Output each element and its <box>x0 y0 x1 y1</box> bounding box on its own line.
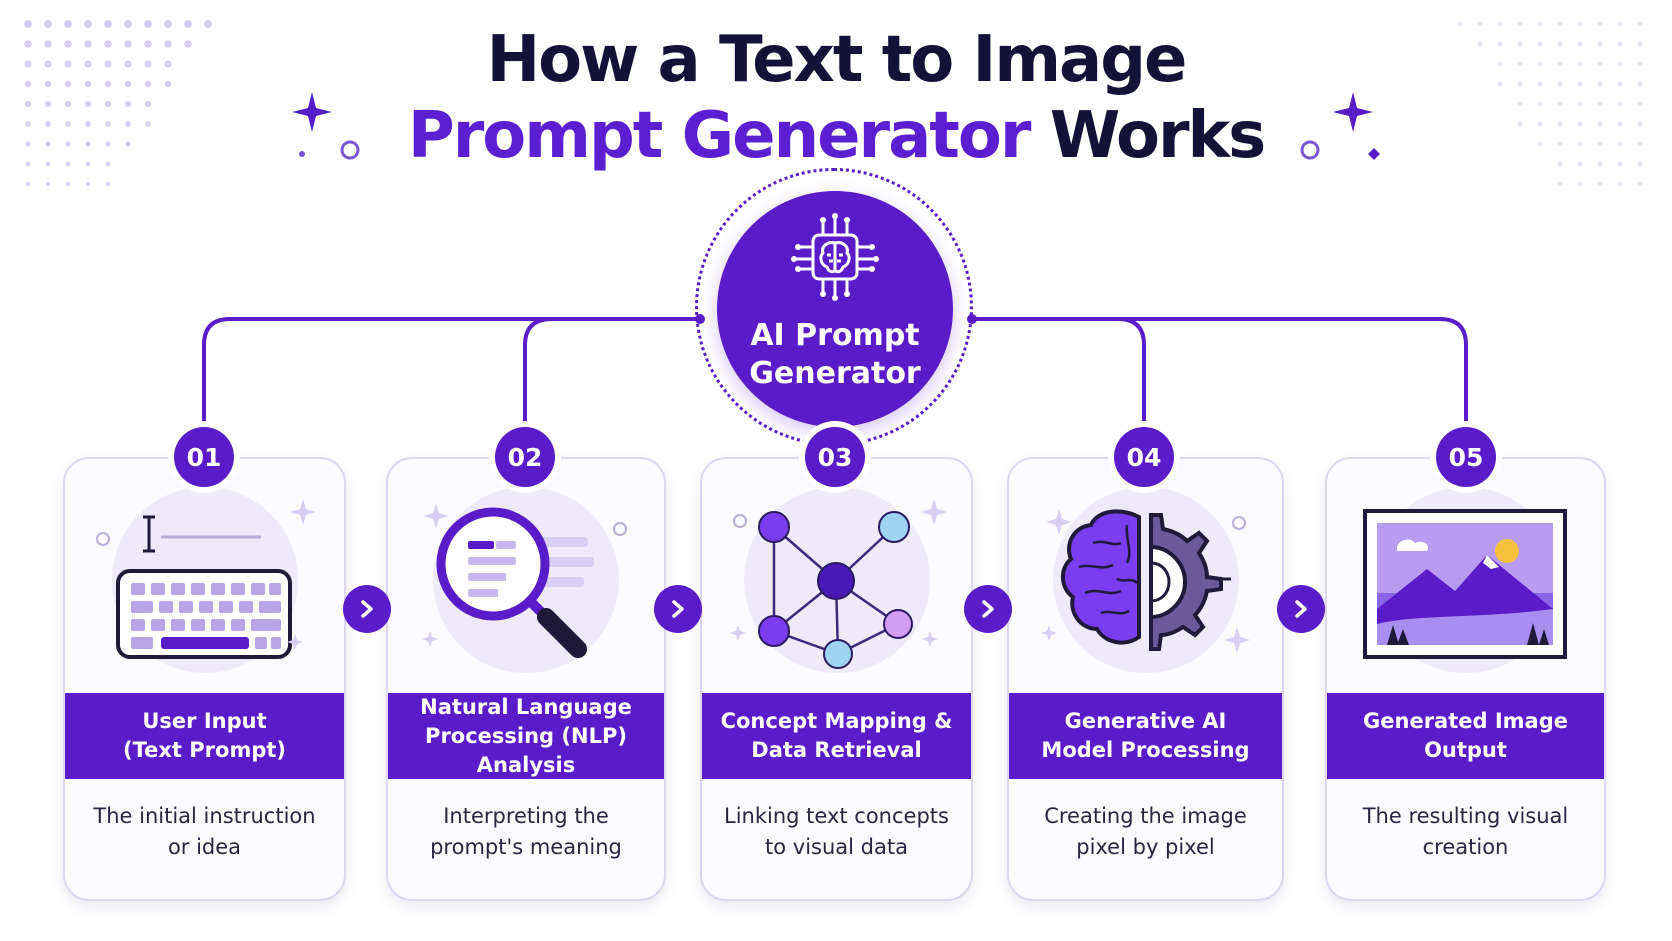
step-card-1: User Input (Text Prompt) The initial inst… <box>63 457 346 901</box>
title-rest: Works <box>1049 99 1266 173</box>
step-desc-line-2: prompt's meaning <box>430 835 622 859</box>
magnifier-icon <box>422 503 627 658</box>
sparkle-right-icon <box>1300 92 1380 160</box>
step-title-line-2: Processing (NLP) Analysis <box>425 723 627 777</box>
step-desc-line-1: Interpreting the <box>443 804 609 828</box>
chevron-right-icon <box>672 600 684 618</box>
step-description: Creating the image pixel by pixel <box>1009 801 1282 863</box>
network-graph-icon <box>730 499 947 669</box>
step-title-line-2: Output <box>1424 738 1507 762</box>
step-title-line-2: (Text Prompt) <box>123 738 286 762</box>
step-title: Concept Mapping & Data Retrieval <box>702 693 971 779</box>
step-title-line-1: Generated Image <box>1363 709 1568 733</box>
step-number-badge-2: 02 <box>495 427 555 487</box>
title-line-2: Prompt Generator Works <box>0 98 1672 174</box>
step-title-line-1: Concept Mapping & <box>720 709 953 733</box>
landscape-picture-icon <box>1363 509 1567 659</box>
step-desc-line-2: pixel by pixel <box>1076 835 1215 859</box>
ai-prompt-generator-hub: AI Prompt Generator <box>717 191 953 427</box>
step-desc-line-2: or idea <box>167 835 242 859</box>
step-description: Linking text concepts to visual data <box>702 801 971 863</box>
step-title-line-2: Data Retrieval <box>751 738 922 762</box>
step-title: User Input (Text Prompt) <box>65 693 344 779</box>
step-card-3: Concept Mapping & Data Retrieval Linking … <box>700 457 973 901</box>
hub-label: AI Prompt Generator <box>717 317 953 393</box>
hub-label-line-1: AI Prompt <box>750 318 920 353</box>
title-accent: Prompt Generator <box>407 99 1032 173</box>
hub-label-line-2: Generator <box>749 356 921 391</box>
title-line-1: How a Text to Image <box>486 23 1188 97</box>
step-title-line-2: Model Processing <box>1041 738 1250 762</box>
next-arrow-4 <box>1277 585 1325 633</box>
next-arrow-1 <box>343 585 391 633</box>
step-desc-line-1: The initial instruction <box>93 804 316 828</box>
step-description: Interpreting the prompt's meaning <box>388 801 664 863</box>
step-desc-line-1: The resulting visual <box>1362 804 1569 828</box>
chevron-right-icon <box>361 600 373 618</box>
step-desc-line-1: Creating the image <box>1044 804 1247 828</box>
next-arrow-2 <box>654 585 702 633</box>
step-number-badge-1: 01 <box>174 427 234 487</box>
step-card-4: Generative AI Model Processing Creating t… <box>1007 457 1284 901</box>
step-title-line-1: Natural Language <box>420 694 632 719</box>
step-number-badge-5: 05 <box>1436 427 1496 487</box>
step-number-badge-3: 03 <box>805 427 865 487</box>
step-desc-line-2: to visual data <box>765 835 908 859</box>
dot-grid-right <box>1457 21 1643 187</box>
step-title: Generative AI Model Processing <box>1009 693 1282 779</box>
step-title-line-1: User Input <box>142 709 267 733</box>
step-description: The resulting visual creation <box>1327 801 1604 863</box>
step-description: The initial instruction or idea <box>65 801 344 863</box>
next-arrow-3 <box>964 585 1012 633</box>
keyboard-icon <box>96 499 316 659</box>
step-number-badge-4: 04 <box>1114 427 1174 487</box>
step-title-line-1: Generative AI <box>1064 709 1227 733</box>
page-title: How a Text to Image Prompt Generator Wor… <box>0 22 1672 174</box>
brain-chip-icon <box>791 213 879 301</box>
brain-gear-icon <box>1041 509 1250 653</box>
sparkle-left-icon <box>292 92 360 160</box>
dot-grid-left <box>24 20 212 186</box>
step-desc-line-2: creation <box>1422 835 1509 859</box>
chevron-right-icon <box>1295 600 1307 618</box>
chevron-right-icon <box>982 600 994 618</box>
step-desc-line-1: Linking text concepts <box>724 804 949 828</box>
